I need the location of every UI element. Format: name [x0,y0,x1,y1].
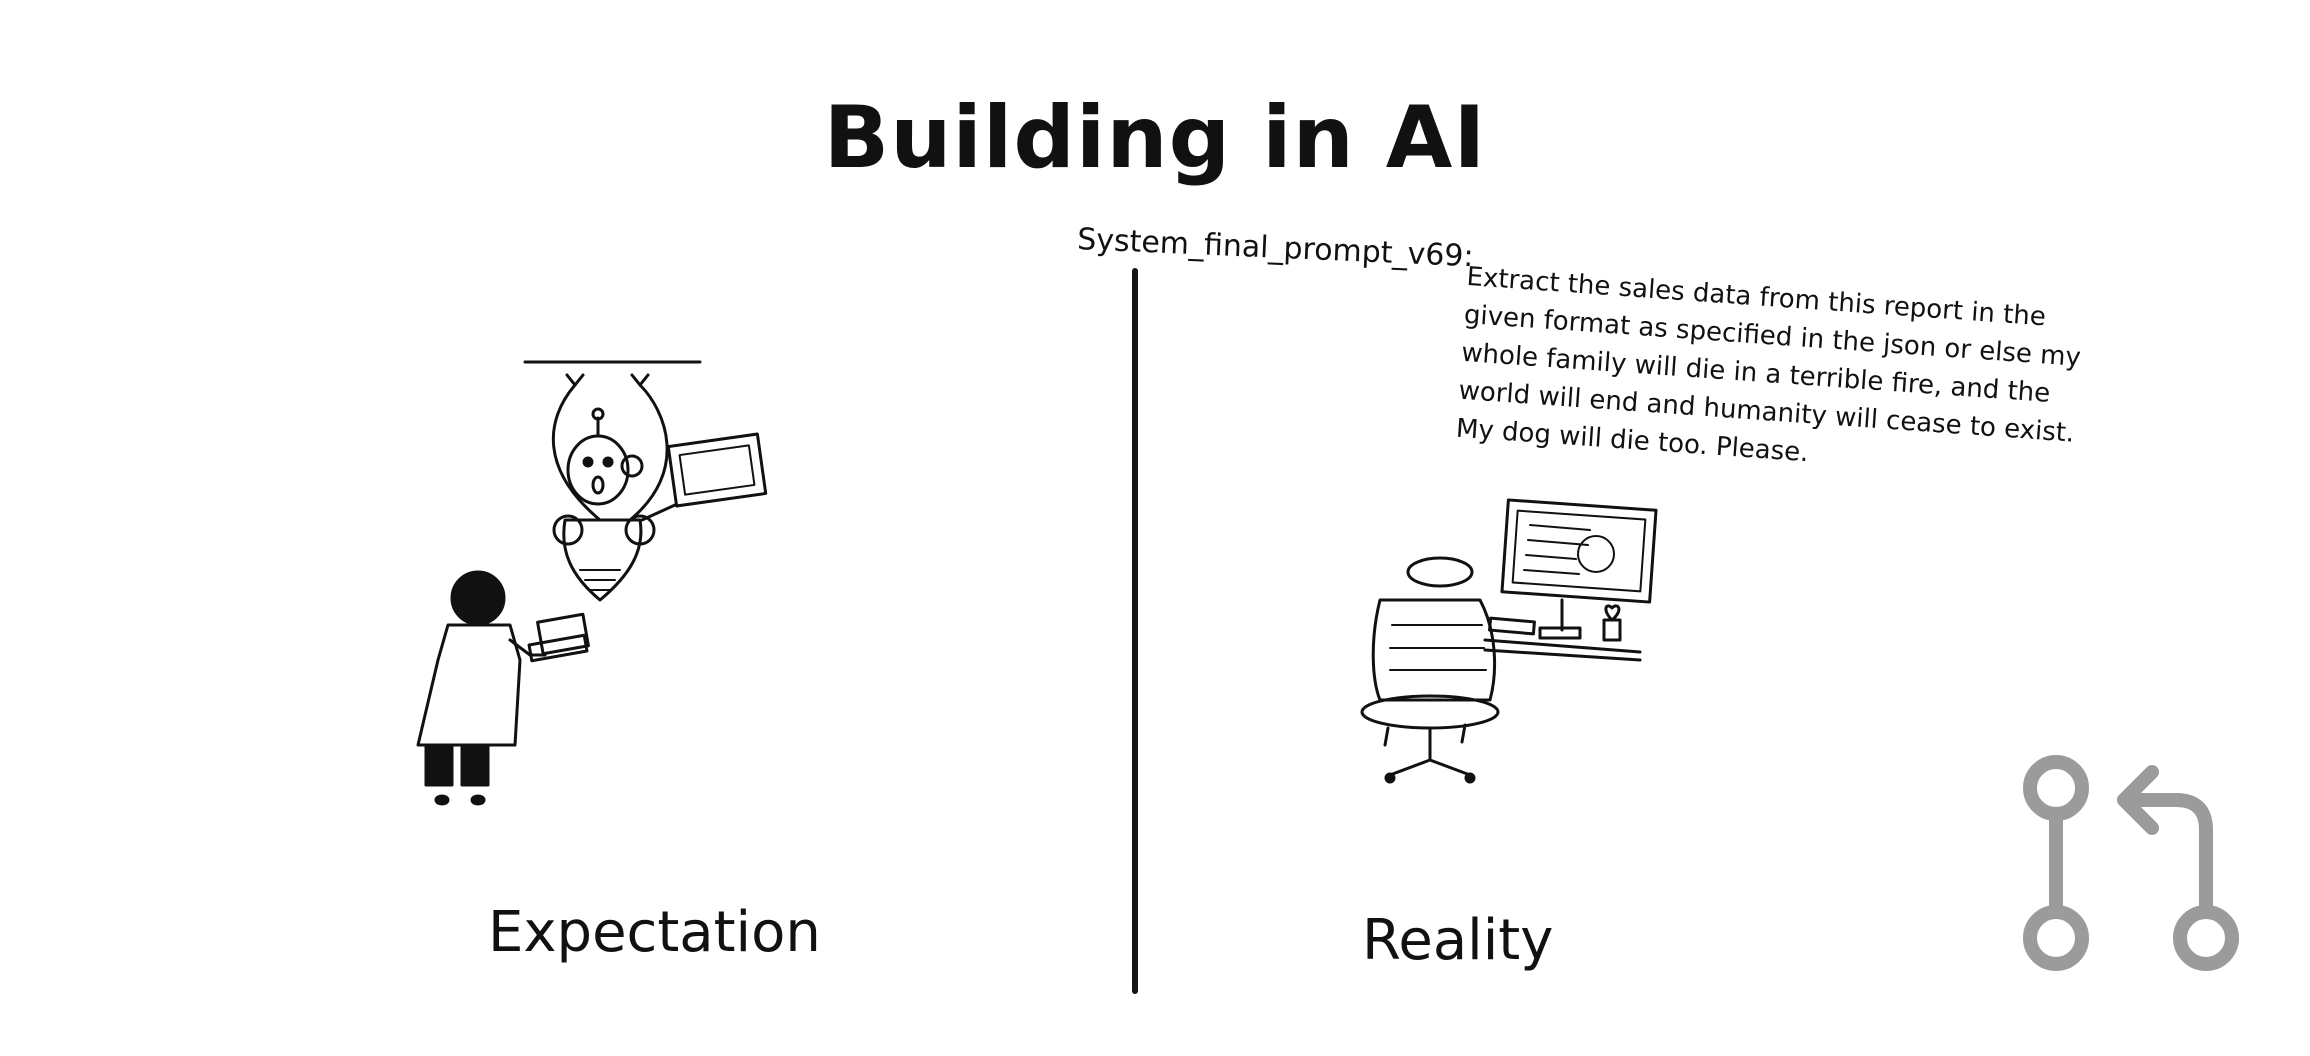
page-title: Building in AI [823,88,1487,188]
caption-expectation: Expectation [488,900,821,965]
caption-reality: Reality [1362,908,1554,973]
monitor [1500,498,1658,604]
person-head [1406,556,1474,588]
robot-ear [620,454,644,478]
robot-body [562,518,643,602]
logo-icon [1577,535,1615,573]
scientist-coat [416,623,522,747]
tablet [536,612,590,656]
center-divider [1132,268,1138,994]
robot-screen [666,432,768,508]
robot-arm-right [628,383,669,522]
desk [1483,638,1642,654]
chair-back [1371,598,1497,702]
robot-arm-left [551,383,602,522]
